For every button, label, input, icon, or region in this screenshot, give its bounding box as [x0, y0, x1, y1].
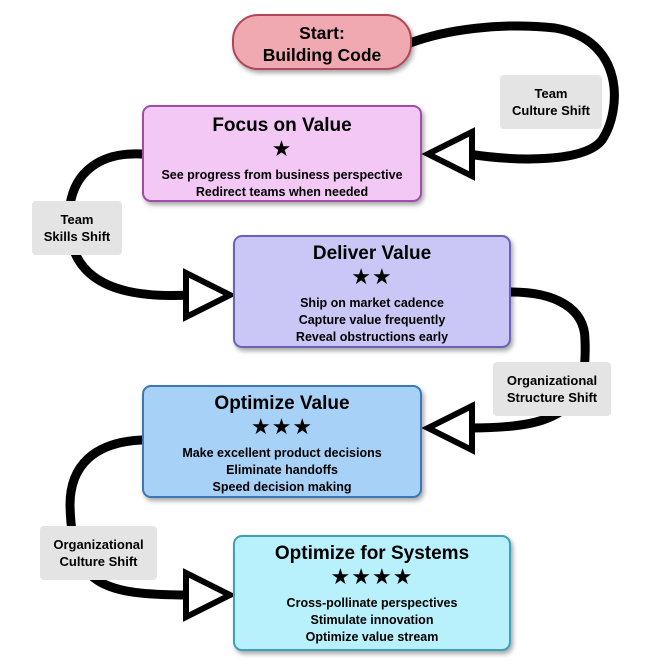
connector-optimize-to-systems: [65, 435, 195, 600]
stage-optimize-for-systems: Optimize for Systems ★★★★ Cross-pollinat…: [233, 535, 511, 651]
arrowhead-deliver: [183, 268, 237, 322]
stage-item: Optimize value stream: [305, 630, 439, 644]
stage-item: Speed decision making: [212, 480, 352, 494]
stage-title: Optimize Value: [214, 393, 350, 414]
stage-item: Eliminate handoffs: [226, 463, 338, 477]
star-rating: ★: [271, 136, 293, 161]
shift-line-2: Structure Shift: [506, 390, 598, 405]
shift-line-1: Team: [534, 86, 568, 101]
stage-title: Optimize for Systems: [274, 543, 470, 564]
stage-title: Deliver Value: [312, 243, 432, 264]
stage-focus-on-value: Focus on Value ★ See progress from busin…: [142, 105, 422, 202]
star-rating: ★★★: [250, 414, 314, 439]
stage-deliver-value: Deliver Value ★★ Ship on market cadence …: [233, 235, 511, 348]
connector-deliver-to-optimize: [465, 287, 590, 433]
stage-optimize-value: Optimize Value ★★★ Make excellent produc…: [142, 385, 422, 498]
shift-label-team-skills: Team Skills Shift: [32, 201, 122, 255]
start-line-2: Building Code: [262, 45, 382, 65]
stage-item: Stimulate innovation: [310, 613, 434, 627]
shift-line-1: Team: [60, 212, 94, 227]
connector-start-to-focus: [405, 21, 619, 164]
shift-line-2: Skills Shift: [43, 229, 111, 244]
shift-line-2: Culture Shift: [59, 554, 138, 569]
shift-label-org-structure: Organizational Structure Shift: [493, 362, 611, 416]
start-line-1: Start:: [299, 23, 345, 43]
shift-label-org-culture: Organizational Culture Shift: [40, 526, 157, 580]
shift-line-2: Culture Shift: [512, 103, 590, 118]
shift-label-team-culture: Team Culture Shift: [500, 75, 602, 129]
arrowhead-systems: [183, 568, 237, 622]
star-rating: ★★: [351, 264, 393, 289]
arrowhead-optimize: [421, 401, 475, 455]
stage-item: Make excellent product decisions: [182, 446, 382, 460]
shift-line-1: Organizational: [53, 537, 144, 552]
stage-item: See progress from business perspective: [161, 168, 403, 182]
stage-item: Redirect teams when needed: [195, 185, 369, 199]
shift-line-1: Organizational: [506, 373, 598, 388]
stage-item: Capture value frequently: [298, 313, 446, 327]
star-rating: ★★★★: [330, 564, 414, 589]
stage-item: Ship on market cadence: [300, 296, 444, 310]
start-node: Start: Building Code: [232, 14, 412, 70]
stage-item: Cross-pollinate perspectives: [286, 596, 458, 610]
stage-title: Focus on Value: [212, 115, 352, 136]
arrowhead-focus: [421, 127, 475, 181]
stage-item: Reveal obstructions early: [295, 330, 449, 344]
